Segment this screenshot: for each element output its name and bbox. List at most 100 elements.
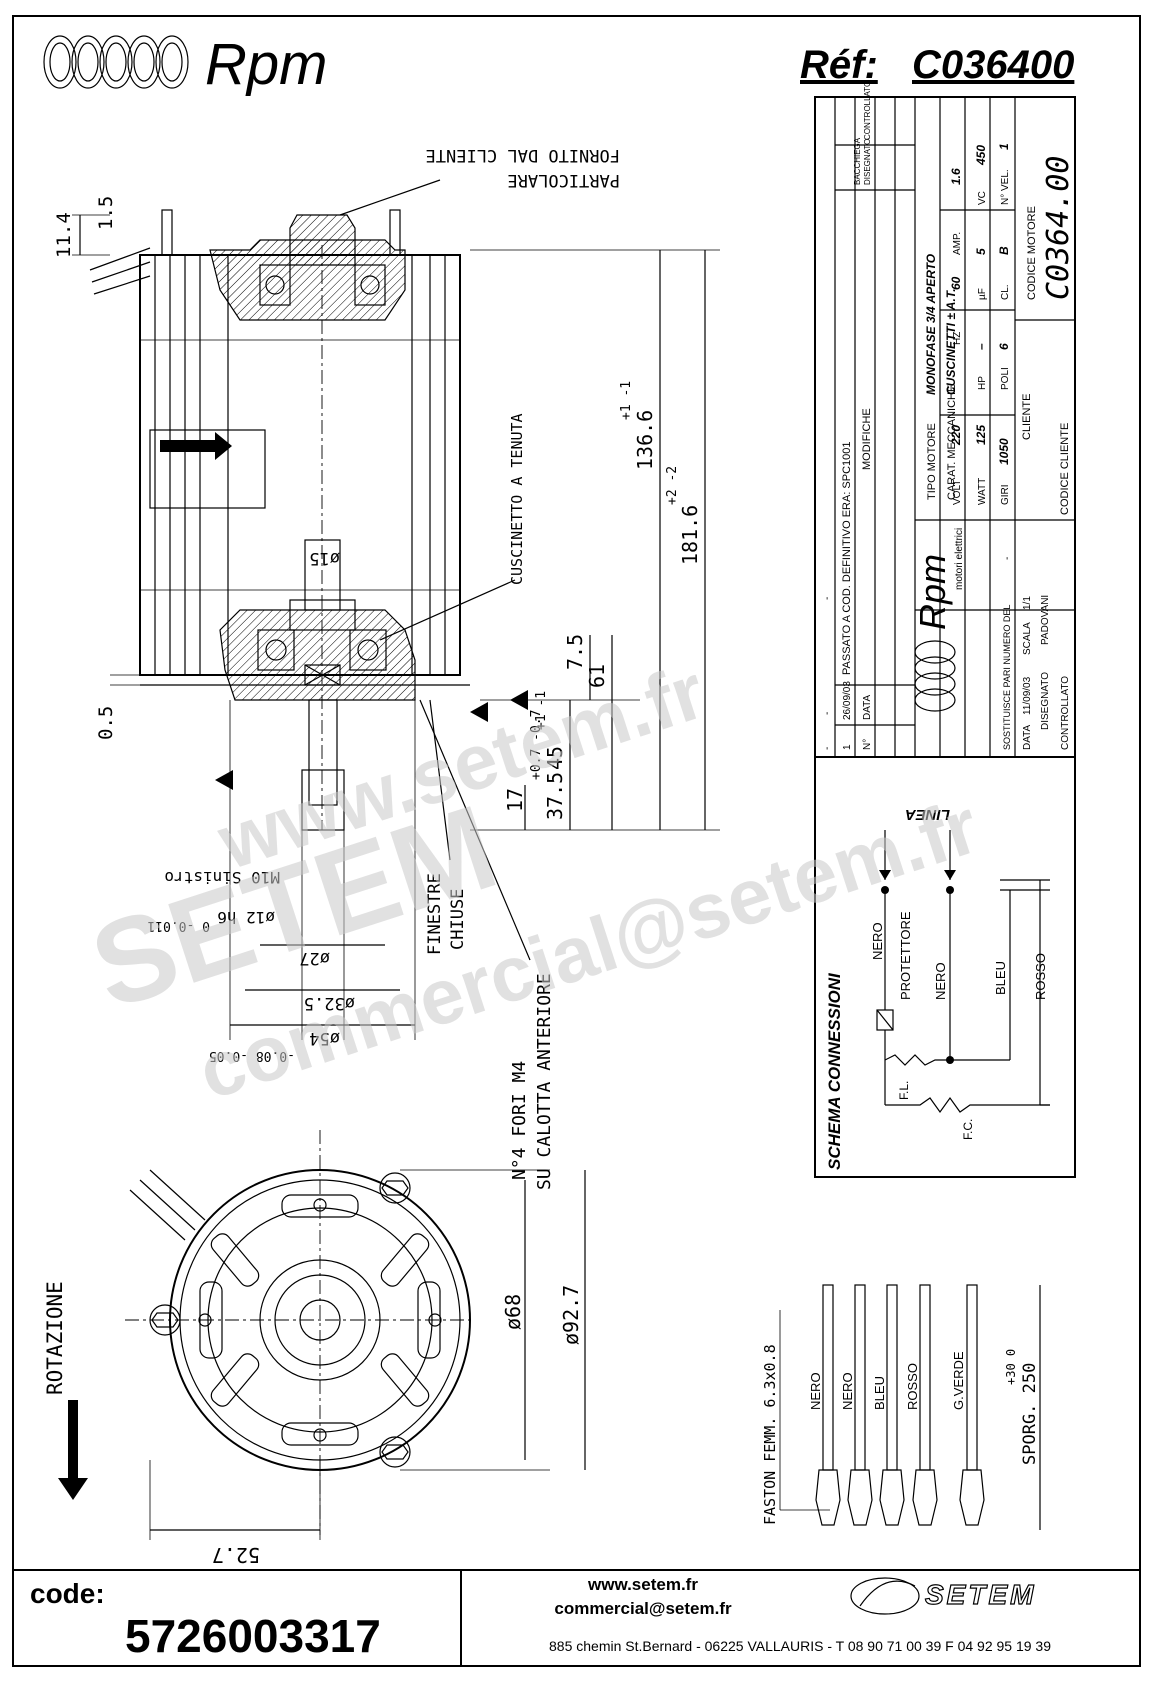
setem-logo: SETEM — [850, 1577, 1036, 1615]
customer-part — [289, 214, 356, 266]
dim-phi92-7: ø92.7 — [559, 1285, 583, 1345]
sheet-border — [12, 15, 1141, 1667]
footer-web: www.setem.fr — [587, 1575, 698, 1594]
motor-front-view: 52.7 ø68 ø92.7 ROTAZIONE — [43, 1130, 586, 1567]
carat-label: CARAT. MECCANICHE — [946, 385, 958, 500]
elec-poli-value: 6 — [997, 343, 1011, 350]
ref-value: C036400 — [912, 43, 1074, 87]
note-holes-2: SU CALOTTA ANTERIORE — [534, 973, 555, 1190]
rev-head-pad: BACCHIEGA — [853, 137, 862, 185]
shaft-inner — [304, 539, 341, 611]
wiring-title: SCHEMA CONNESSIONI — [825, 972, 844, 1170]
rev1-n: 1 — [842, 744, 853, 750]
controllato-label: CONTROLLATO — [1060, 676, 1071, 750]
winding-fc-icon — [885, 1096, 1050, 1114]
lead-wire — [879, 1284, 905, 1526]
wiring-nero2: NERO — [933, 962, 948, 1000]
elec-watt-label: WATT — [977, 478, 988, 505]
cliente-label: CLIENTE — [1021, 394, 1033, 440]
lead-wire-striped — [959, 1284, 985, 1526]
dim-136-6: 136.6 — [633, 410, 657, 470]
wiring-protettore: PROTETTORE — [898, 911, 913, 1000]
wiring-fc: F.C. — [961, 1119, 975, 1140]
setem-brand-text: SETEM — [925, 1579, 1036, 1610]
shaft-end — [308, 699, 338, 806]
vent-slot — [199, 1281, 223, 1359]
line-arrow-icon — [944, 870, 956, 880]
elec-cl-value: B — [997, 246, 1011, 255]
elec-hz-value: 60 — [949, 276, 963, 290]
elec-giri-label: GIRI — [1000, 484, 1011, 505]
rev2-text: - — [822, 597, 833, 600]
code-label: code: — [30, 1578, 105, 1609]
note-holes-1: N°4 FORI M4 — [509, 1061, 530, 1180]
elec-volt-value: 220 — [949, 425, 963, 446]
lead-label-rosso: ROSSO — [905, 1363, 920, 1410]
carat-value: CUSCINETTI ± A.T. — [944, 288, 958, 395]
stud-left — [161, 209, 173, 256]
wiring-fl: F.L. — [897, 1081, 911, 1100]
elec-uf-label: µF — [977, 288, 988, 300]
stud-right — [389, 209, 401, 256]
rotation-arrow-icon — [58, 1400, 88, 1500]
elec-cl-label: CL. — [1000, 284, 1011, 300]
vent-slot — [380, 1233, 430, 1287]
rev-head-drawn: DISEGNATO — [863, 139, 872, 185]
company-name: Rpm — [912, 554, 953, 630]
company-logo-small — [914, 640, 956, 712]
data-value: 11/09/03 — [1022, 676, 1033, 715]
rev-head-n: N° — [862, 739, 873, 750]
tol-136-6: +1 -1 — [619, 381, 634, 420]
vent-slot — [380, 1353, 430, 1407]
elec-volt-label: VOLT — [952, 480, 963, 505]
airflow-arrow-icon — [160, 432, 232, 460]
elec-hp-label: HP — [977, 376, 988, 390]
dim-phi32-5: ø32.5 — [304, 993, 355, 1013]
elec-hz-label: HZ — [952, 332, 963, 345]
wiring-frame — [814, 756, 1076, 1178]
dim-0-5: 0.5 — [95, 706, 117, 740]
codice-cliente-label: CODICE CLIENTE — [1059, 423, 1071, 515]
tol-37-5: +0.7 -0.7 — [529, 710, 544, 780]
front-bearing-housing — [219, 609, 416, 701]
ref-label: Réf: — [800, 43, 878, 87]
dim-phi27: ø27 — [299, 948, 330, 968]
datum-triangle-icon — [215, 770, 233, 790]
bearing-boss — [259, 1259, 381, 1381]
footer-address: 885 chemin St.Bernard - 06225 VALLAURIS … — [549, 1638, 1051, 1654]
wiring-linea: LINEA — [905, 806, 950, 823]
tol-45: +1 -1 — [534, 691, 549, 730]
dim-37-5: 37.5 — [543, 772, 567, 820]
elec-amp-label: AMP. — [952, 232, 963, 255]
lead-wire — [815, 1284, 841, 1526]
rev2-date: - — [822, 712, 833, 715]
elec-amp-value: 1.6 — [949, 168, 963, 185]
winding-fl-icon — [884, 1054, 950, 1066]
elec-vel-value: 1 — [997, 143, 1011, 150]
vent-slot — [417, 1281, 441, 1359]
note-particolare: PARTICOLARE — [507, 170, 620, 190]
motor-side-view: 136.6 +1 -1 181.6 +2 -2 61 7.5 45 +1 -1 … — [53, 145, 720, 1190]
lead-wires: FASTON FEMM. 6.3x0.8 NERO NERO BLEU ROSS… — [761, 1284, 1041, 1530]
code-value: 5726003317 — [125, 1610, 381, 1662]
scala-value: 1/1 — [1022, 596, 1033, 610]
vent-slot — [281, 1422, 359, 1446]
cable-exit — [89, 247, 151, 295]
wiring-rosso: ROSSO — [1033, 953, 1048, 1000]
footer: code: 5726003317 www.setem.fr commercial… — [12, 1569, 1140, 1667]
note-bearing: CUSCINETTO A TENUTA — [508, 413, 526, 585]
codice-motore-label: CODICE MOTORE — [1026, 206, 1038, 300]
faston-label: FASTON FEMM. 6.3x0.8 — [761, 1344, 779, 1525]
tipo-motore-value: MONOFASE 3/4 APERTO — [924, 253, 938, 395]
mounting-lug — [379, 1436, 411, 1468]
rev-head-checked: CONTROLLATO — [863, 81, 872, 140]
dim-phi12: ø12 h6 — [217, 908, 275, 927]
vent-slot — [281, 1194, 359, 1218]
coil-logo-icon — [43, 35, 189, 89]
dim-phi15: ø15 — [309, 548, 340, 568]
dim-52-7: 52.7 — [212, 1543, 260, 1567]
datum-triangle-icon — [470, 702, 488, 722]
mounting-lug — [149, 1304, 181, 1336]
dim-181-6: 181.6 — [678, 505, 702, 565]
